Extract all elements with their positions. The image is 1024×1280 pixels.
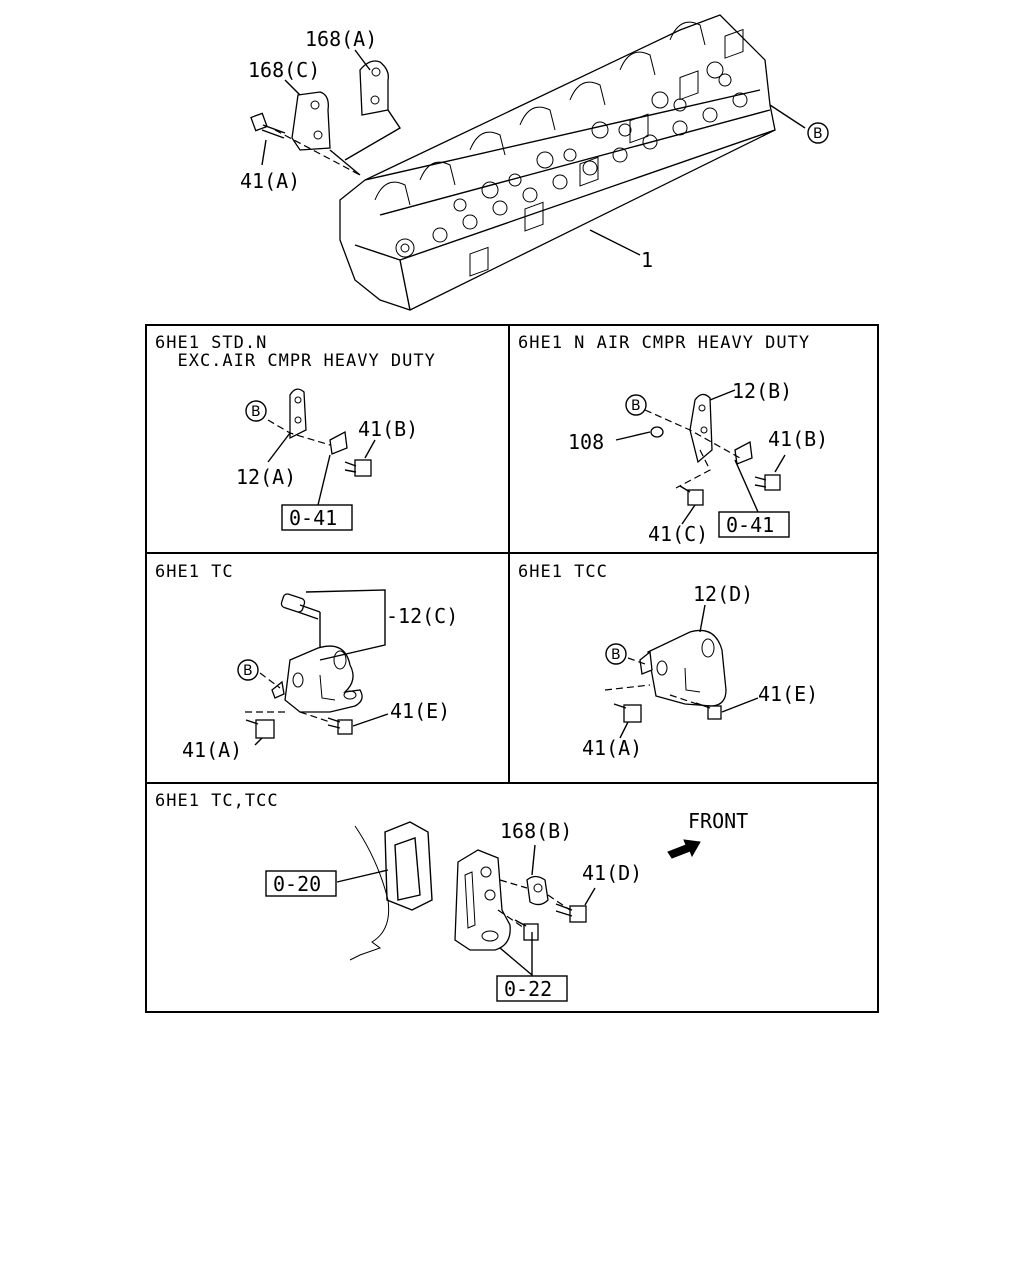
ref-box-0-22 xyxy=(496,975,568,1002)
panel-6he1-tc-tcc: 6HE1 TC,TCC 0-20 xyxy=(155,791,748,1002)
svg-text:0-20: 0-20 xyxy=(273,872,321,896)
bolt-41d xyxy=(555,903,587,923)
label-41e: 41(E) xyxy=(390,699,450,723)
panel-header: 6HE1 TC,TCC xyxy=(155,791,279,811)
label-41a: 41(A) xyxy=(240,169,300,193)
bracket-168c xyxy=(291,91,331,151)
bolt-41a xyxy=(250,112,286,139)
panel-header-line2: EXC.AIR CMPR HEAVY DUTY xyxy=(155,351,436,371)
label-41d: 41(D) xyxy=(582,861,642,885)
label-12c: -12(C) xyxy=(386,604,458,628)
plate-168b xyxy=(526,875,549,906)
bolt-41a xyxy=(245,719,275,739)
svg-text:B: B xyxy=(813,126,823,142)
panel-header: 6HE1 N AIR CMPR HEAVY DUTY xyxy=(518,333,810,353)
label-part-1: 1 xyxy=(641,248,653,272)
bolt-41e xyxy=(327,717,353,735)
bracket-12c xyxy=(284,645,363,713)
panel-6he1-tc: 6HE1 TC B -12(C) 41(E) 41(A) xyxy=(155,562,458,762)
label-41e: 41(E) xyxy=(758,682,818,706)
bolt-41b xyxy=(754,474,781,491)
label-41b: 41(B) xyxy=(768,427,828,451)
panel-header: 6HE1 TC xyxy=(155,562,234,582)
bracket-12a xyxy=(289,388,307,440)
label-front: FRONT xyxy=(688,809,748,833)
label-108: 108 xyxy=(568,430,604,454)
bolt-41e xyxy=(695,702,722,720)
svg-text:B: B xyxy=(251,404,261,420)
ref-box-0-41 xyxy=(718,511,790,538)
bolt-41a xyxy=(613,703,642,723)
label-41a: 41(A) xyxy=(582,736,642,760)
panel-6he1-n-air-cmpr: 6HE1 N AIR CMPR HEAVY DUTY B 12(B) 108 4… xyxy=(518,333,828,546)
bolt-41b xyxy=(344,459,372,477)
cylinder-head-assembly: 168(A) 168(C) 41(A) 1 B xyxy=(240,14,829,311)
svg-text:B: B xyxy=(243,663,253,679)
housing-outline xyxy=(349,825,390,961)
svg-text:B: B xyxy=(631,398,641,414)
bolt xyxy=(514,919,539,941)
reference-circle-b xyxy=(245,400,267,422)
ref-box-0-41 xyxy=(281,504,353,531)
label-168b: 168(B) xyxy=(500,819,572,843)
label-41c: 41(C) xyxy=(648,522,708,546)
label-12b: 12(B) xyxy=(732,379,792,403)
stud-bolt xyxy=(280,593,321,620)
engine-mount-bracket xyxy=(454,849,511,951)
panel-6he1-std-n: 6HE1 STD.N EXC.AIR CMPR HEAVY DUTY B 41(… xyxy=(155,333,436,531)
bracket-168a xyxy=(359,60,389,116)
label-12d: 12(D) xyxy=(693,582,753,606)
label-41a: 41(A) xyxy=(182,738,242,762)
cylinder-head xyxy=(339,14,776,311)
label-168c: 168(C) xyxy=(248,58,320,82)
bolt-41c xyxy=(679,485,704,506)
svg-text:0-41: 0-41 xyxy=(726,513,774,537)
mount-plate xyxy=(384,821,433,911)
label-168a: 168(A) xyxy=(305,27,377,51)
reference-circle-b xyxy=(625,394,647,416)
reference-circle-b xyxy=(237,659,259,681)
front-arrow-icon xyxy=(667,839,701,859)
reference-circle-b xyxy=(605,643,627,665)
panel-header-line1: 6HE1 STD.N xyxy=(155,333,267,353)
label-41b: 41(B) xyxy=(358,417,418,441)
svg-text:0-41: 0-41 xyxy=(289,506,337,530)
svg-text:0-22: 0-22 xyxy=(504,977,552,1001)
reference-circle-b xyxy=(807,122,829,144)
panel-header: 6HE1 TCC xyxy=(518,562,608,582)
washer-108 xyxy=(650,426,664,438)
ref-box-0-20 xyxy=(265,870,337,897)
label-12a: 12(A) xyxy=(236,465,296,489)
svg-text:B: B xyxy=(611,647,621,663)
panel-6he1-tcc: 6HE1 TCC B 12(D) 41(E) 41(A) xyxy=(518,562,818,760)
panel-grid xyxy=(145,324,879,1013)
bracket-12d xyxy=(647,629,727,707)
